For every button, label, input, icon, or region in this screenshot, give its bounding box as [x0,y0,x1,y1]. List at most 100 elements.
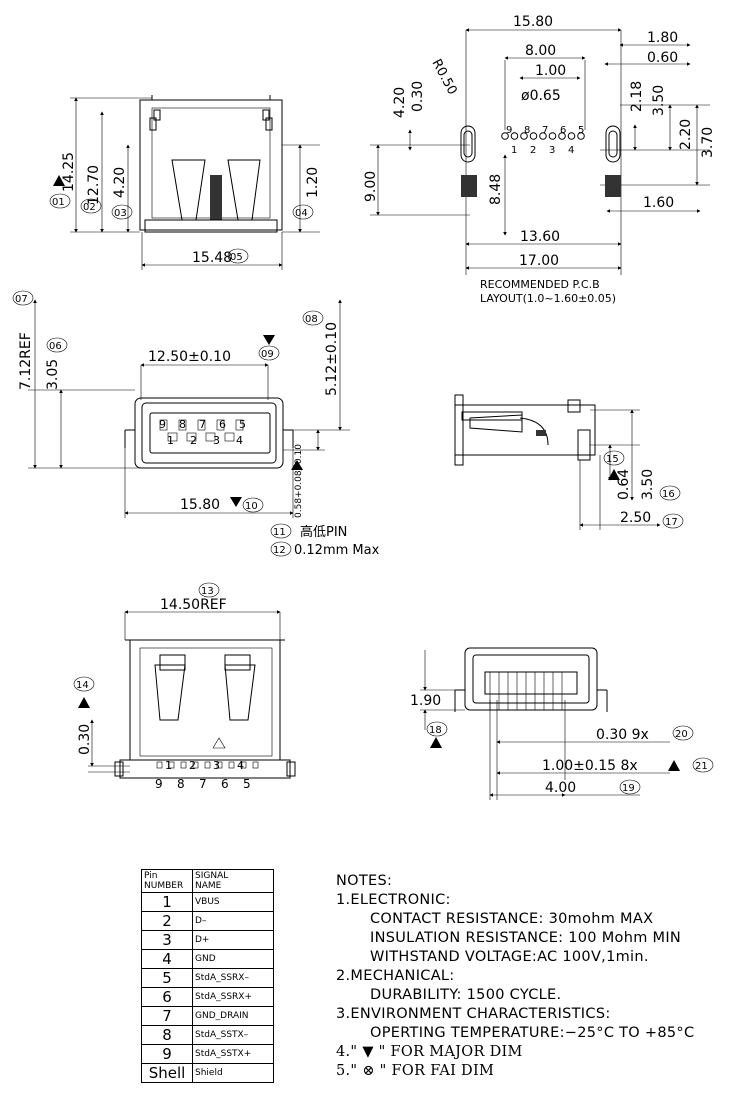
bottom-pin-label: 5 [243,777,251,791]
pcb-hole [558,132,566,140]
pcb-hole [510,132,519,140]
bottom-pin-label: 8 [177,777,185,791]
svg-text:04: 04 [295,208,308,219]
pcb-dim-15-80: 15.80 [513,14,553,30]
rear-view: 1.90 0.30 9x 1.00±0.15 8x 4.00 18 20 21 … [410,647,714,800]
side-dim-2-50: 2.50 [620,510,651,526]
svg-text:13: 13 [201,586,214,597]
rear-dim-0-30-9x: 0.30 9x [596,727,649,743]
svg-text:01: 01 [52,197,65,208]
front-pin-label: 9 [159,418,166,431]
note-3a: OPERTING TEMPERATURE:−25°C TO +85°C [370,1025,695,1041]
pcb-dim-9-00: 9.00 [363,171,379,202]
svg-text:15: 15 [606,454,619,465]
pcb-pin-label: 3 [549,145,555,156]
rear-dim-1-00-8x: 1.00±0.15 8x [542,758,638,774]
svg-text:12: 12 [273,545,286,556]
svg-text:08: 08 [305,314,318,325]
pin-number-cell: 1 [141,892,193,912]
major-dim-triangle-icon [78,697,90,708]
note-0-12-max: 0.12mm Max [294,543,380,558]
pcb-radius: R0.50 [428,57,459,98]
side-dim-3-50: 3.50 [640,469,656,500]
pcb-pin-label: 5 [578,125,584,136]
front-pin-label: 5 [239,418,246,431]
bottom-pin-label: 6 [221,777,229,791]
major-dim-triangle-icon [291,460,303,470]
svg-text:16: 16 [662,489,675,500]
pcb-pin-label: 6 [560,125,566,136]
svg-text:11: 11 [273,527,286,538]
bottom-pin [180,761,187,769]
front-pin [205,432,216,442]
bottom-dim-0-30: 0.30 [77,724,93,755]
pin-number-cell: 6 [141,987,193,1007]
bottom-pin [156,761,163,769]
pcb-dim-1-00: 1.00 [535,63,566,79]
note-1: 1.ELECTRONIC: [336,892,451,908]
notes-title: NOTES: [336,873,393,889]
front-pin-label: 8 [179,418,186,431]
svg-text:09: 09 [261,349,274,360]
pin-number-cell: 5 [141,968,193,988]
top-left-view: 14.25 12.70 4.20 1.20 15.48 01 02 03 04 … [49,95,321,270]
pcb-dim-3-50: 3.50 [651,85,667,116]
pcb-dim-1-60: 1.60 [643,195,674,211]
pcb-pin-label: 4 [568,145,574,156]
note-2a: DURABILITY: 1500 CYCLE. [370,987,562,1003]
pcb-hole [577,132,585,140]
pcb-dim-0-60: 0.60 [647,50,678,66]
bottom-pin-label: 9 [155,777,163,791]
pcb-dim-2-20: 2.20 [678,119,694,150]
front-pin [216,419,225,431]
svg-text:07: 07 [15,294,28,305]
pin-number-cell: Shell [141,1063,193,1083]
bottom-pin [252,761,259,769]
bottom-housing [129,639,281,761]
major-dim-triangle-icon [53,175,65,186]
pcb-hole [520,132,528,140]
front-dim-tol: 0.58+0.08/-0.10 [294,444,304,518]
front-pin-label: 4 [236,434,243,447]
signal-name-cell: GND_DRAIN [192,1006,274,1026]
signal-name-cell: StdA_SSRX+ [192,987,274,1007]
bottom-pin-label: 3 [213,759,220,772]
pcb-slot-left [460,125,476,163]
signal-name-cell: Shield [192,1063,274,1083]
pcb-dim-13-60: 13.60 [520,229,560,245]
front-tongue [149,412,271,454]
side-view: 0.64 3.50 2.50 15 16 17 [454,394,684,530]
svg-text:05: 05 [230,252,243,263]
pcb-pin-label: 7 [542,125,548,136]
signal-name-cell: D– [192,911,274,931]
note-high-low-pin: 高低PIN [300,524,347,540]
bottom-pin [240,761,247,769]
bottom-pin [228,761,235,769]
pcb-hole [529,132,538,140]
bottom-pin [216,761,223,769]
front-pin [235,419,244,431]
pin-number-cell: 8 [141,1025,193,1045]
svg-text:03: 03 [114,208,127,219]
note-3: 3.ENVIRONMENT CHARACTERISTICS: [336,1006,611,1022]
svg-text:10: 10 [245,501,258,512]
note-1c: WITHSTAND VOLTAGE:AC 100V,1min. [370,949,649,965]
bottom-pin-label: 4 [237,759,244,772]
bottom-pin-label: 1 [165,759,172,772]
rear-dim-1-90: 1.90 [410,693,441,709]
pin-number-cell: 2 [141,911,193,931]
note-4: 4." ▼ " FOR MAJOR DIM [336,1044,523,1060]
pcb-dim-8-48: 8.48 [488,174,504,205]
pcb-hole [567,132,576,140]
svg-text:18: 18 [429,725,442,736]
svg-text:06: 06 [49,341,62,352]
dim-1-20: 1.20 [305,167,321,198]
svg-text:21: 21 [695,761,708,772]
